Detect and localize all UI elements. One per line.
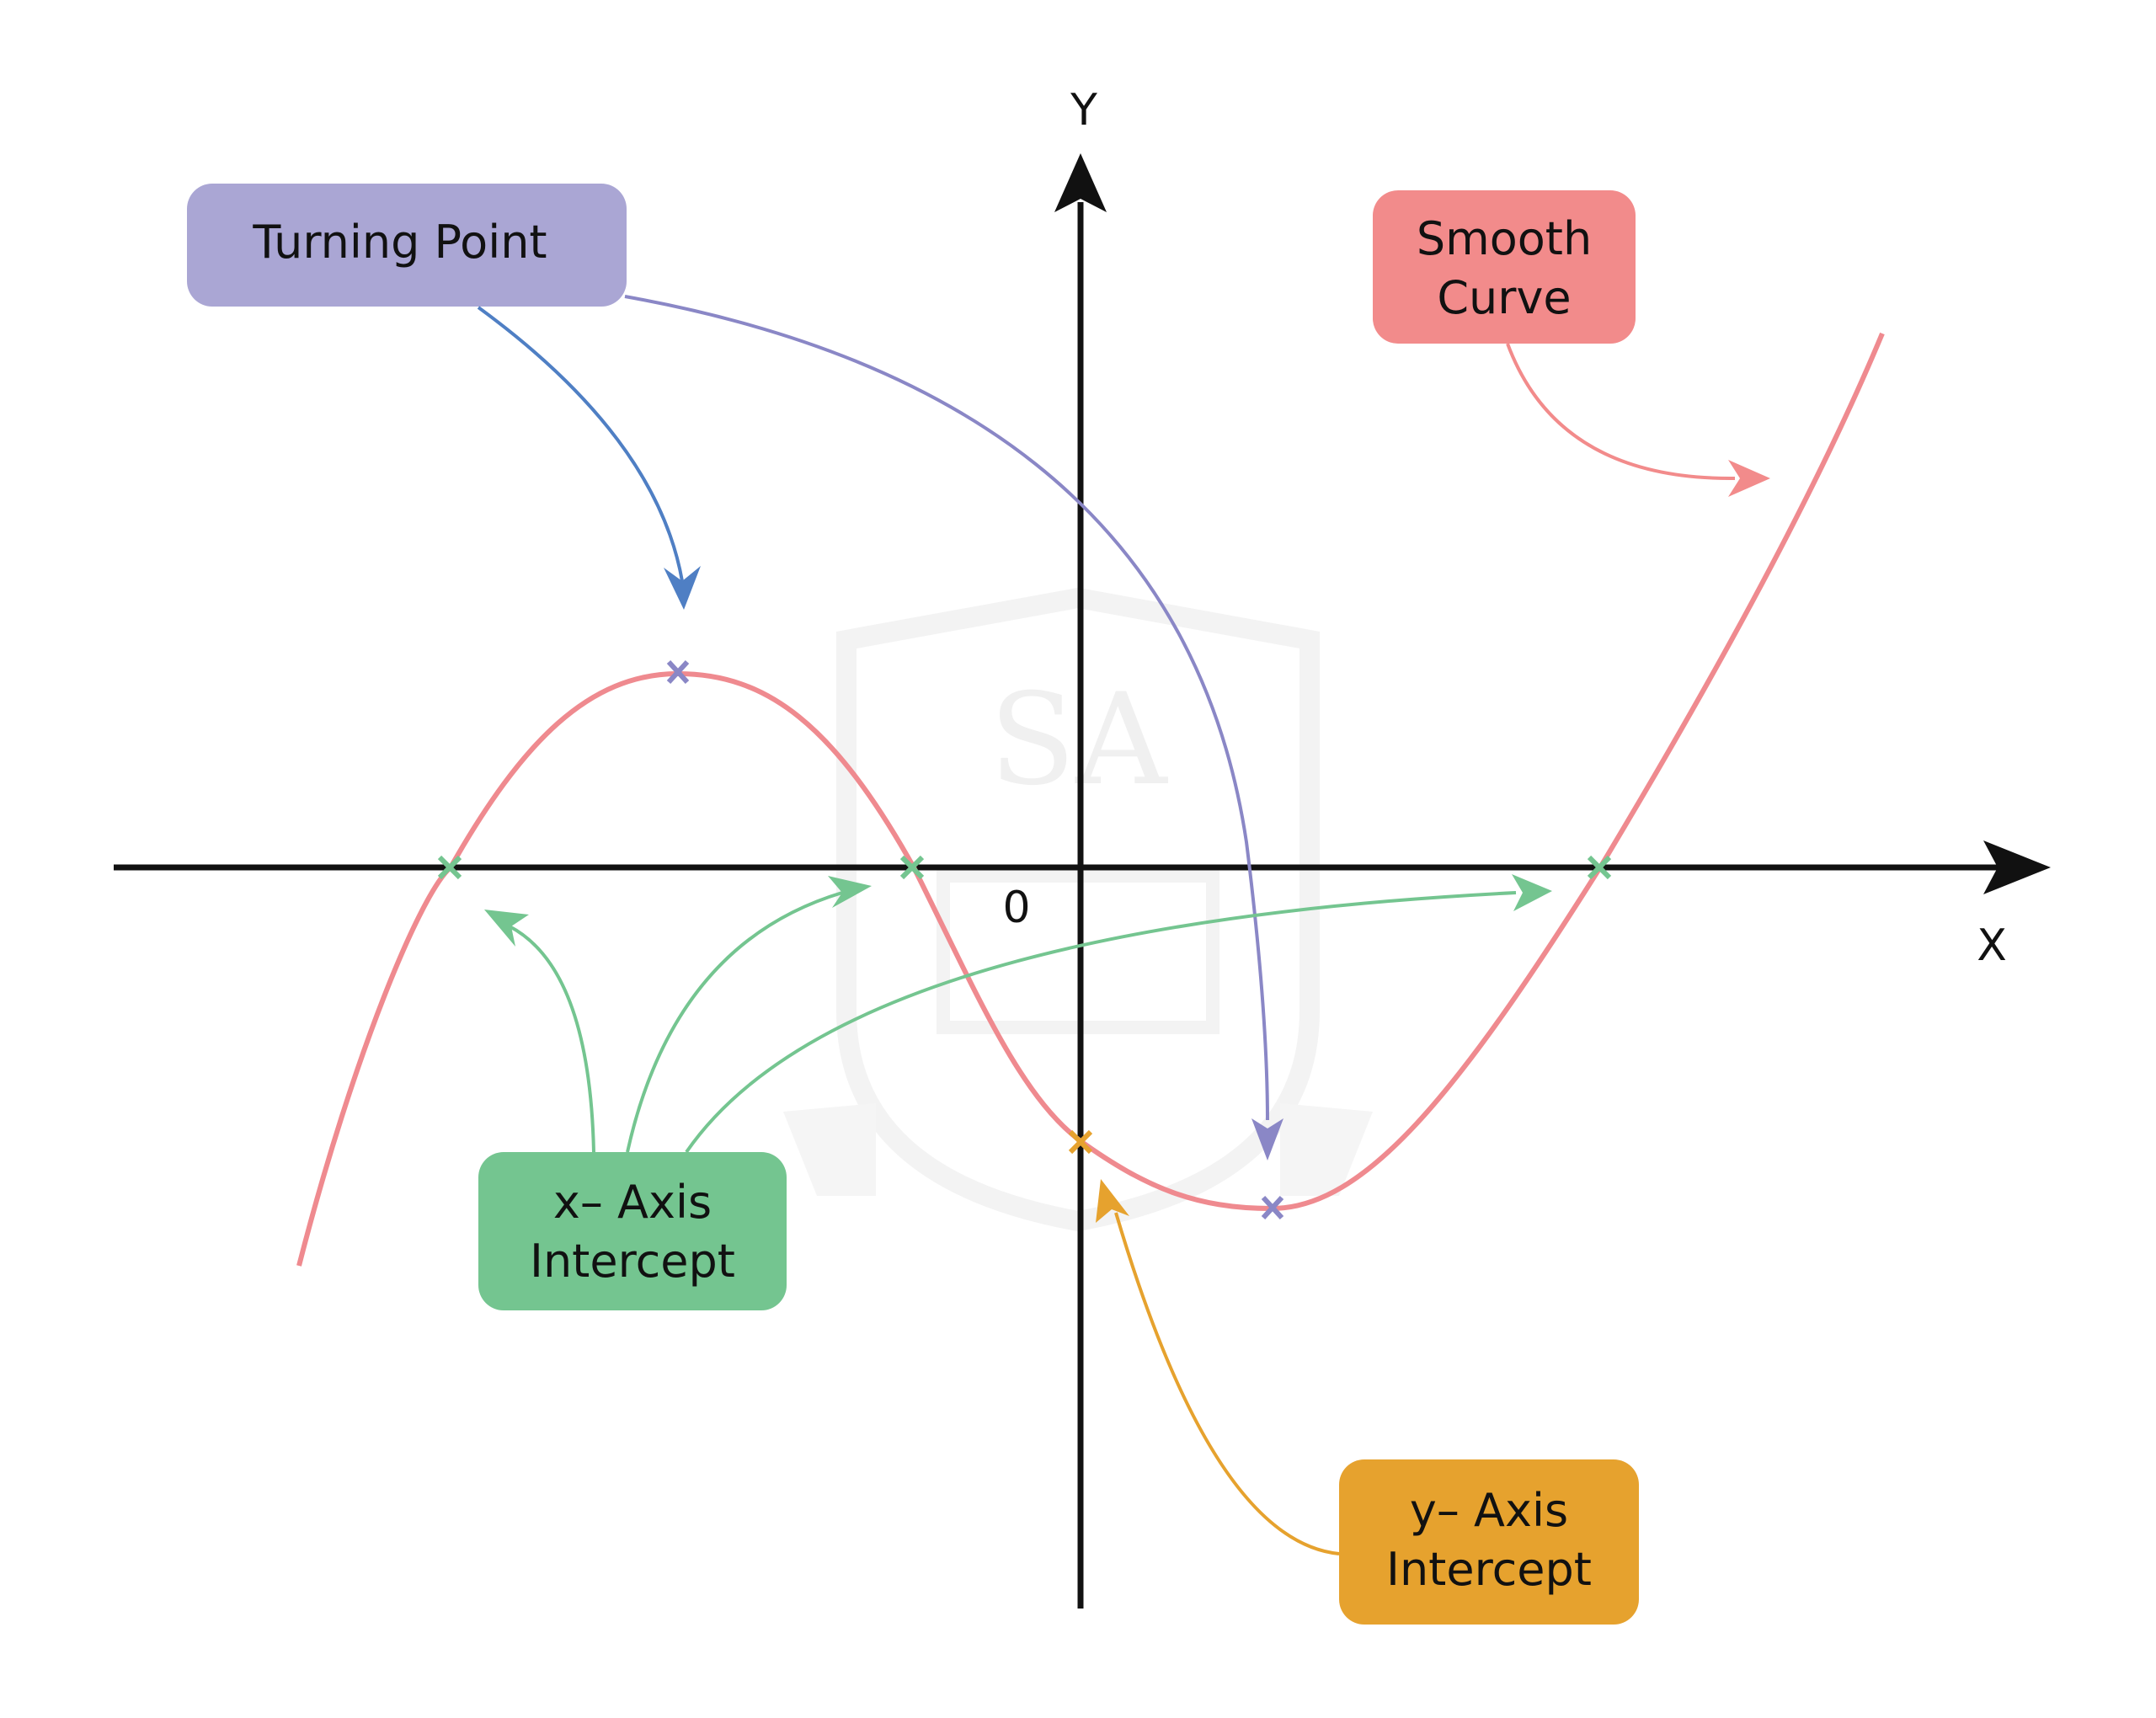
y-axis-label: Y <box>1070 85 1097 136</box>
turning-point-box <box>187 184 627 307</box>
smooth-curve-arrow-head-icon <box>1728 460 1770 497</box>
y-intercept-arrow-head-icon <box>1096 1179 1129 1223</box>
turning-point-arrow-purple <box>624 295 1269 1121</box>
x-intercept-arrow-3 <box>685 891 1517 1154</box>
turning-point-arrow-blue <box>477 306 684 582</box>
x-intercept-arrow-1 <box>509 925 595 1153</box>
x-intercept-3-x-mark-icon <box>1587 855 1612 880</box>
turning-point-min-x-mark-icon <box>1261 1195 1284 1220</box>
turning-point-label: Turning Point <box>252 216 547 269</box>
smooth-curve-arrow <box>1506 343 1736 481</box>
x-intercept-arrow-2 <box>626 891 843 1153</box>
smooth-curve-label-line2: Curve <box>1437 271 1571 324</box>
smooth-curve-label-line1: Smooth <box>1417 212 1592 265</box>
y-intercept-x-mark-icon <box>1068 1129 1093 1155</box>
x-axis-label: X <box>1977 920 2007 971</box>
y-intercept-arrow <box>1114 1212 1340 1555</box>
x-axis-arrowhead-icon <box>1983 840 2051 894</box>
x-axis-intercept-label-line1: x– Axis <box>553 1176 712 1229</box>
x-intercept-arrow-1-head-icon <box>484 910 529 947</box>
turning-point-max-x-mark-icon <box>666 659 690 685</box>
y-axis-intercept-label-line2: Intercept <box>1386 1543 1592 1596</box>
turning-point-arrow-purple-head-icon <box>1251 1118 1283 1160</box>
origin-label: 0 <box>1002 883 1030 933</box>
x-axis-intercept-box <box>478 1152 787 1310</box>
x-intercept-1-x-mark-icon <box>437 855 462 880</box>
y-axis-intercept-label-line1: y– Axis <box>1410 1484 1568 1537</box>
y-axis-intercept-box <box>1339 1459 1639 1625</box>
x-intercept-arrow-2-head-icon <box>828 876 872 908</box>
smooth-curve-box <box>1373 190 1636 344</box>
y-axis-arrowhead-icon <box>1054 153 1107 212</box>
turning-point-arrow-blue-head-icon <box>664 566 701 610</box>
x-intercept-arrow-3-head-icon <box>1512 874 1552 911</box>
x-axis-intercept-label-line2: Intercept <box>530 1235 735 1288</box>
x-intercept-2-x-mark-icon <box>899 855 925 880</box>
